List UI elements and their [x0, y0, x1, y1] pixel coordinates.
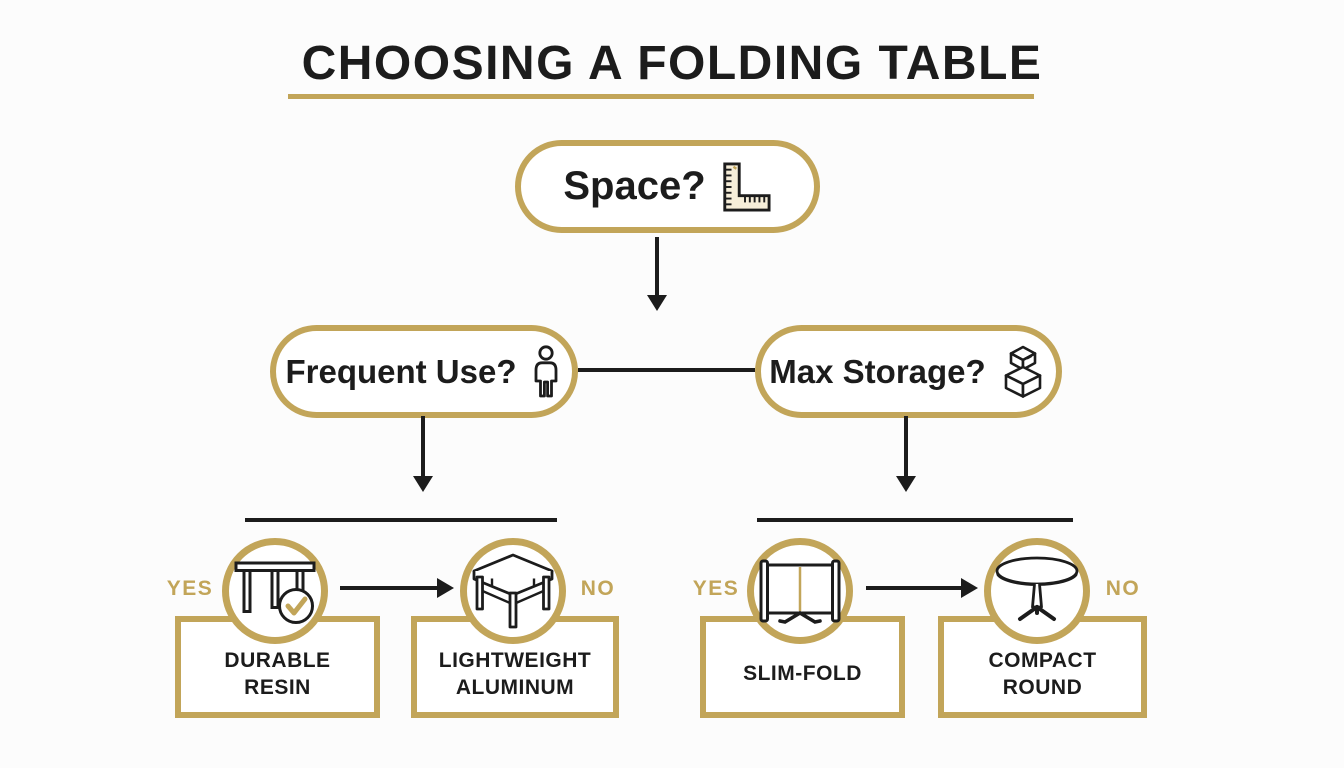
decision-node-frequent-use: Frequent Use?: [270, 325, 578, 418]
arrow-left-branch-down: [413, 416, 433, 492]
arrow-head: [896, 476, 916, 492]
option-circle-slim-fold: [747, 538, 853, 644]
decision-node-space: Space?: [515, 140, 820, 233]
yes-label-left: YES: [166, 577, 214, 600]
folded-table-icon: [759, 559, 841, 624]
no-label-left: NO: [580, 577, 616, 600]
result-label: COMPACT ROUND: [988, 648, 1097, 699]
arrow-shaft: [655, 237, 659, 295]
arrow-shaft: [421, 416, 425, 476]
decision-label: Space?: [563, 164, 706, 208]
page-title: CHOOSING A FOLDING TABLE: [301, 37, 1043, 90]
decision-label: Max Storage?: [769, 352, 986, 390]
result-label: DURABLE RESIN: [224, 648, 331, 699]
arrow-shaft: [340, 586, 437, 590]
arrow-right-yes-to-no: [866, 578, 978, 598]
square-table-icon: [472, 553, 554, 629]
option-circle-durable-resin: [222, 538, 328, 644]
decision-node-max-storage: Max Storage?: [755, 325, 1062, 418]
right-branch-bar: [757, 518, 1073, 522]
arrow-root-down: [647, 237, 667, 311]
arrow-head: [437, 578, 454, 598]
option-circle-compact-round: [984, 538, 1090, 644]
arrow-head: [647, 295, 667, 311]
decision-connector-line: [578, 368, 755, 372]
round-table-icon: [995, 556, 1079, 621]
result-label: SLIM-FOLD: [743, 662, 862, 686]
arrow-head: [413, 476, 433, 492]
person-icon: [534, 344, 557, 397]
option-circle-lightweight-aluminum: [460, 538, 566, 644]
arrow-shaft: [904, 416, 908, 476]
ruler-square-icon: [722, 161, 771, 212]
stacked-boxes-icon: [1004, 345, 1041, 398]
decision-label: Frequent Use?: [285, 352, 517, 390]
arrow-head: [961, 578, 978, 598]
arrow-left-yes-to-no: [340, 578, 454, 598]
result-label: LIGHTWEIGHT ALUMINUM: [438, 648, 592, 699]
title-underline: [288, 94, 1034, 99]
no-label-right: NO: [1105, 577, 1141, 600]
yes-label-right: YES: [692, 577, 740, 600]
arrow-right-branch-down: [896, 416, 916, 492]
left-branch-bar: [245, 518, 557, 522]
arrow-shaft: [866, 586, 961, 590]
table-check-icon: [234, 561, 316, 624]
